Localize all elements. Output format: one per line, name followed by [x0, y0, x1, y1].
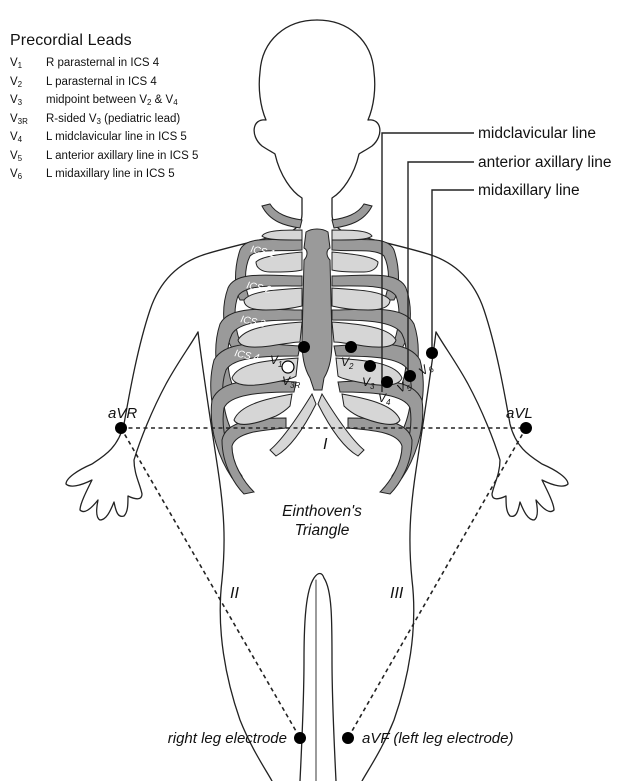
legend-text: (pediatric lead): [101, 113, 180, 125]
legend-desc: L parasternal in ICS 4: [46, 75, 198, 94]
legend-title: Precordial Leads: [10, 32, 198, 50]
v4-electrode: [381, 376, 393, 388]
legend-row-v6: V6 L midaxillary line in ICS 5: [10, 167, 198, 186]
legend-desc: L anterior axillary line in ICS 5: [46, 149, 198, 168]
midaxillary-line-label: midaxillary line: [478, 182, 580, 199]
avf-electrode: [342, 732, 354, 744]
legend-text: V: [10, 168, 18, 180]
v3r-electrode: [282, 361, 294, 373]
lead-II-label: II: [230, 585, 239, 602]
legend-text: midpoint between V: [46, 94, 147, 106]
legend-row-v5: V5 L anterior axillary line in ICS 5: [10, 149, 198, 168]
avr-electrode: [115, 422, 127, 434]
midclavicular-line-label: midclavicular line: [478, 125, 596, 142]
legend-text: V: [10, 113, 18, 125]
legend-text: R-sided V: [46, 113, 97, 125]
legend-text: V3R: [10, 112, 46, 131]
legend-row-v3: V3 midpoint between V2 & V4: [10, 93, 198, 112]
einthoven-triangle: [121, 428, 526, 738]
lead-subscript: 3R: [18, 117, 28, 126]
legend-text: V: [10, 94, 18, 106]
legend-text: V: [10, 131, 18, 143]
v3-electrode: [364, 360, 376, 372]
legend-desc: midpoint between V2 & V4: [46, 93, 198, 112]
lead-III-line: [348, 428, 526, 738]
lead-subscript: 2: [18, 80, 22, 89]
legend-text: & V: [151, 94, 173, 106]
v2-label: V2: [341, 355, 354, 371]
avl-electrode: [520, 422, 532, 434]
legend-text: V: [10, 57, 18, 69]
midaxillary-line-leader: [432, 190, 474, 358]
legend-desc: L midclavicular line in ICS 5: [46, 130, 198, 149]
avf-label: aVF (left leg electrode): [362, 730, 513, 747]
v2-electrode: [345, 341, 357, 353]
avr-label: aVR: [108, 405, 137, 422]
v1-electrode: [298, 341, 310, 353]
legend-text: V5: [10, 149, 46, 168]
anterior-axillary-line-label: anterior axillary line: [478, 154, 612, 171]
legend-row-v2: V2 L parasternal in ICS 4: [10, 75, 198, 94]
legend-text: V4: [10, 130, 46, 149]
lead-subscript: 3: [18, 98, 22, 107]
electrode-labels: aVR aVL right leg electrode aVF (left le…: [108, 405, 533, 747]
right-leg-electrode: [294, 732, 306, 744]
lead-II-line: [121, 428, 300, 738]
legend-text: V1: [10, 56, 46, 75]
legend-desc: R parasternal in ICS 4: [46, 56, 198, 75]
legend-text: V: [10, 76, 18, 88]
legend-text: V3: [10, 93, 46, 112]
lead-subscript: 4: [173, 98, 177, 107]
legend-desc: R-sided V3 (pediatric lead): [46, 112, 198, 131]
triangle-title-line1: Einthoven's: [282, 503, 362, 520]
line-labels: midclavicular line anterior axillary lin…: [478, 125, 612, 199]
v6-electrode: [426, 347, 438, 359]
triangle-title: Einthoven's Triangle: [282, 503, 362, 539]
v5-electrode: [404, 370, 416, 382]
avl-label: aVL: [506, 405, 533, 422]
legend-table: V1 R parasternal in ICS 4 V2 L parastern…: [10, 56, 198, 186]
legend-desc: L midaxillary line in ICS 5: [46, 167, 198, 186]
sternum: [302, 229, 332, 390]
right-leg-label: right leg electrode: [168, 730, 287, 747]
legend-row-v4: V4 L midclavicular line in ICS 5: [10, 130, 198, 149]
triangle-title-line2: Triangle: [295, 522, 350, 539]
legend-text: V: [10, 150, 18, 162]
legend-row-v1: V1 R parasternal in ICS 4: [10, 56, 198, 75]
lead-subscript: 4: [18, 135, 22, 144]
lead-I-label: I: [323, 436, 328, 453]
lead-subscript: 1: [18, 61, 22, 70]
lead-subscript: 6: [18, 172, 22, 181]
lead-III-label: III: [390, 585, 404, 602]
legend-text: V6: [10, 167, 46, 186]
lead-subscript: 5: [18, 154, 22, 163]
legend-row-v3r: V3R R-sided V3 (pediatric lead): [10, 112, 198, 131]
legend-text: V2: [10, 75, 46, 94]
precordial-legend: Precordial Leads V1 R parasternal in ICS…: [10, 32, 198, 186]
